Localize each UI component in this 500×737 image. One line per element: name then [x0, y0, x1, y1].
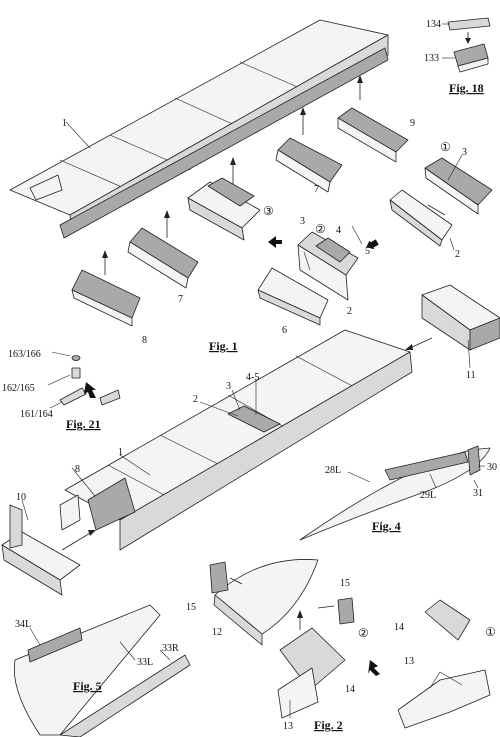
lower-part-3: [227, 405, 281, 433]
fig18-detail: [442, 17, 491, 73]
part-12: [214, 559, 319, 635]
black-arrow-right: [366, 239, 379, 250]
fig21-detail: [47, 351, 121, 409]
label-34L: 34L: [15, 619, 31, 630]
part-29L: [384, 451, 469, 481]
label-28L: 28L: [325, 465, 341, 476]
label-2-b: 2: [347, 306, 352, 317]
step-2-b: ②: [358, 626, 369, 640]
label-10: 10: [16, 492, 26, 503]
label-29L: 29L: [420, 490, 436, 501]
lower-hull-stern: [59, 494, 81, 531]
label-13-b: 13: [283, 721, 293, 732]
label-14-a: 14: [394, 622, 404, 633]
label-3-b: 3: [300, 216, 305, 227]
label-33R: 33R: [162, 643, 179, 654]
fig2-step1-part-14: [424, 599, 471, 641]
fig2-caption: Fig. 2: [314, 718, 343, 732]
label-2-c: 2: [193, 394, 198, 405]
text-labels: 1 1 2 2 2 3 3 3 4 4-5 5 6 7 7 8 8 9 10 1…: [2, 19, 497, 732]
label-15-a: 15: [186, 602, 196, 613]
part-30: [467, 445, 481, 476]
label-12: 12: [212, 627, 222, 638]
label-30: 30: [487, 462, 497, 473]
label-4: 4: [336, 225, 341, 236]
fig4-bow-detail: [299, 445, 491, 541]
label-162-165: 162/165: [2, 383, 35, 394]
label-3-a: 3: [462, 147, 467, 158]
label-33L: 33L: [137, 657, 153, 668]
label-6: 6: [282, 325, 287, 336]
label-13-a: 13: [404, 656, 414, 667]
part-15-left: [209, 561, 229, 594]
hull-keel-strip: [59, 47, 389, 239]
label-14-b: 14: [345, 684, 355, 695]
label-161-164: 161/164: [20, 409, 53, 420]
label-31: 31: [473, 488, 483, 499]
fig21-caption: Fig. 21: [66, 417, 101, 431]
fig5-caption: Fig. 5: [73, 679, 102, 693]
part-134: [447, 17, 491, 31]
part-161-assembled: [99, 389, 121, 406]
fig2-step1-part-13: [397, 669, 491, 729]
part-163: [71, 355, 81, 361]
part-161: [59, 387, 87, 406]
step-1-b: ①: [485, 625, 496, 639]
black-arrow-left: [268, 236, 282, 248]
label-8-a: 8: [142, 335, 147, 346]
label-2-a: 2: [455, 249, 460, 260]
hull-stern-tab: [29, 174, 63, 201]
fig1-caption: Fig. 1: [209, 339, 238, 353]
fig2-bow-assembly: [209, 559, 491, 729]
part-33L: [13, 604, 161, 736]
label-7-a: 7: [178, 294, 183, 305]
label-11: 11: [466, 370, 476, 381]
label-7-b: 7: [314, 184, 319, 195]
label-5: 5: [365, 246, 370, 257]
lower-part-8: [87, 477, 136, 531]
fig18-caption: Fig. 18: [449, 81, 484, 95]
step-2-a: ②: [315, 222, 326, 236]
part-33R: [59, 654, 191, 737]
label-9: 9: [410, 118, 415, 129]
step-3: ③: [263, 204, 274, 218]
part-162: [71, 367, 81, 379]
fig5-stern-detail: [13, 604, 191, 737]
label-1-top: 1: [62, 118, 67, 129]
fig1-hull-assembly: [9, 19, 493, 327]
lower-hull-side: [119, 351, 413, 551]
part-34L: [27, 627, 83, 663]
label-134: 134: [426, 19, 441, 30]
label-1-bottom: 1: [118, 447, 123, 458]
part-15-right: [337, 597, 355, 625]
label-8-b: 8: [75, 464, 80, 475]
fig1-lower-hull: [1, 284, 500, 596]
label-15-b: 15: [340, 578, 350, 589]
label-133: 133: [424, 53, 439, 64]
fig4-caption: Fig. 4: [372, 519, 401, 533]
label-4-5: 4-5: [246, 372, 259, 383]
label-163-166: 163/166: [8, 349, 41, 360]
label-3-c: 3: [226, 381, 231, 392]
step-1-a: ①: [440, 140, 451, 154]
